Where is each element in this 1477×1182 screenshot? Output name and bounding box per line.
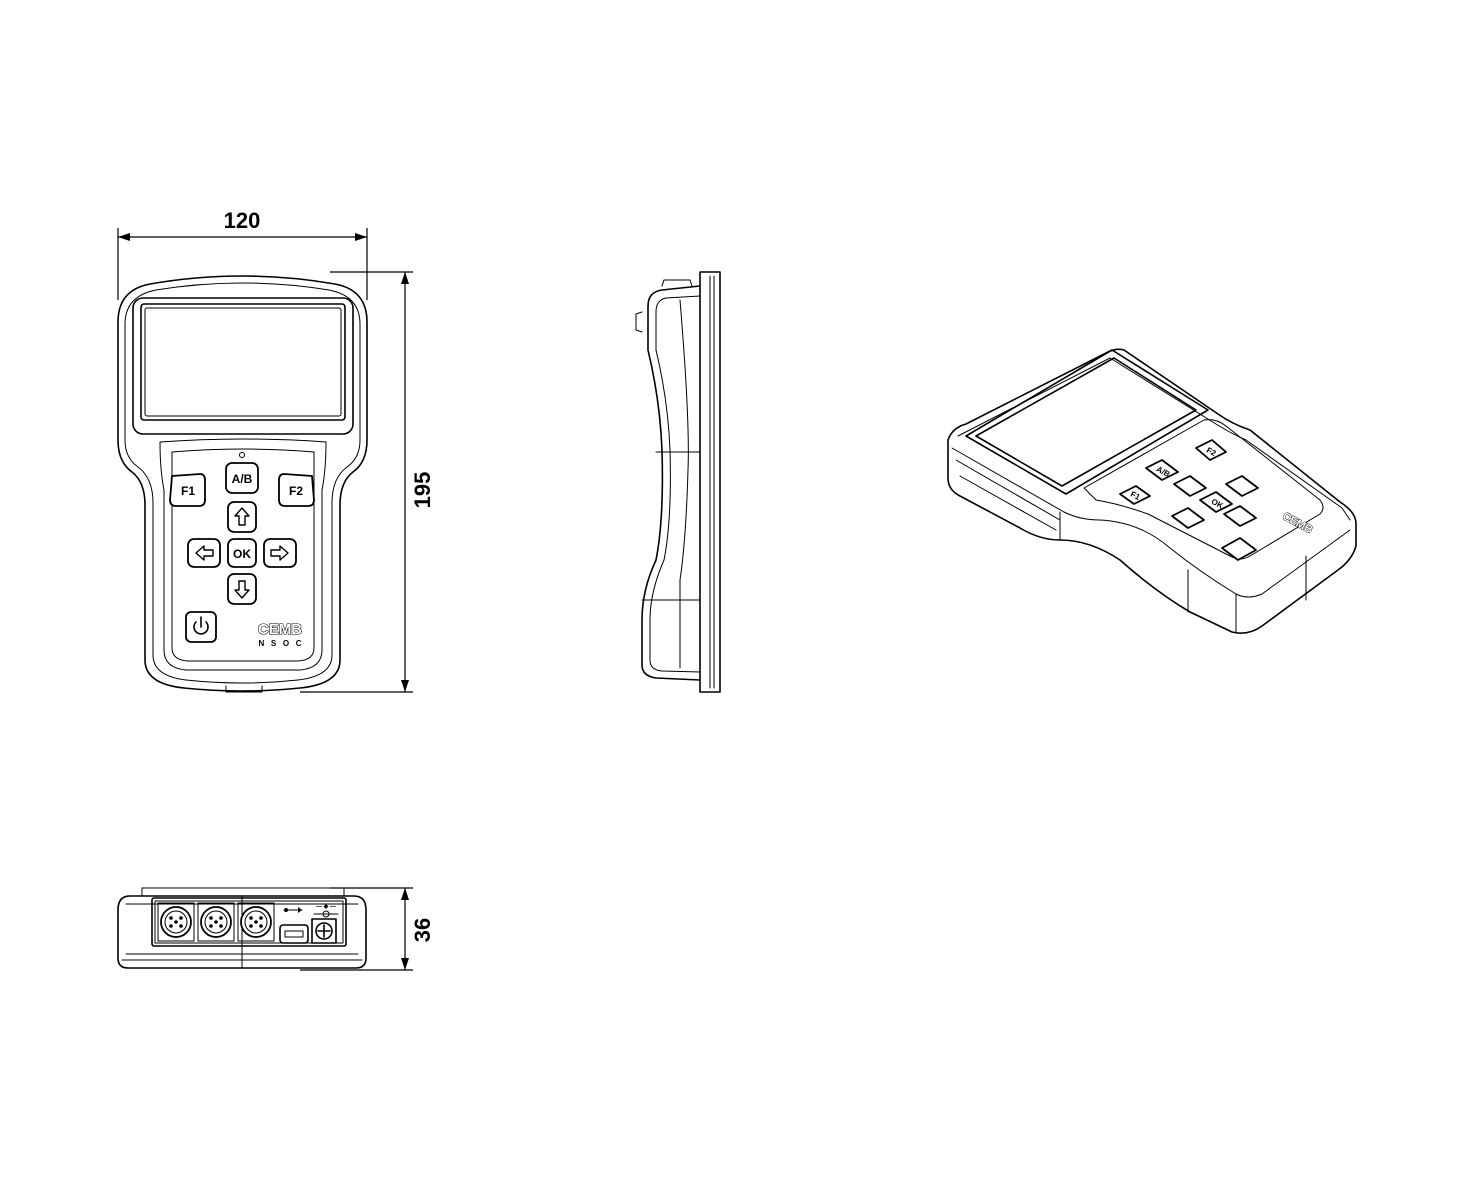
iso-down-key[interactable]: [1223, 505, 1257, 527]
iso-up-key[interactable]: [1173, 475, 1207, 497]
svg-text:— ◆ —: — ◆ —: [316, 903, 336, 910]
status-led: [239, 452, 245, 458]
ab-key[interactable]: A/B: [225, 462, 259, 494]
svg-text:OK: OK: [233, 547, 251, 561]
iso-ab-key[interactable]: A/B: [1145, 459, 1179, 481]
connector-panel: [151, 897, 347, 947]
device-body-outline: [117, 275, 368, 692]
width-dimension: 120: [117, 208, 368, 300]
side-view: [635, 271, 721, 693]
iso-brand-logo: CEMB: [1280, 510, 1314, 536]
screen: [140, 303, 346, 421]
iso-left-key[interactable]: [1171, 507, 1205, 529]
right-key[interactable]: [263, 538, 297, 568]
iso-f1-key[interactable]: F1: [1119, 485, 1151, 505]
svg-text:F1: F1: [181, 484, 195, 498]
f2-key[interactable]: F2: [278, 473, 315, 507]
bottom-view: 36: [117, 887, 435, 971]
iso-body-outline: [947, 348, 1357, 634]
usb-port[interactable]: [279, 924, 309, 944]
depth-dimension: 36: [300, 887, 435, 971]
ok-key[interactable]: OK: [227, 538, 257, 568]
isometric-view: F1 F2 A/B OK CEMB: [947, 348, 1357, 634]
screen-bezel: [132, 297, 354, 435]
height-dimension: 195: [300, 271, 435, 693]
svg-text:F2: F2: [289, 484, 303, 498]
side-body-outline: [641, 285, 701, 681]
usb-icon: [283, 907, 303, 913]
left-arrow-icon: [195, 545, 214, 561]
keypad-panel: [159, 438, 327, 671]
dc-power-jack[interactable]: [311, 918, 337, 944]
down-arrow-icon: [234, 580, 250, 599]
iso-f2-key[interactable]: F2: [1195, 439, 1227, 461]
power-key[interactable]: [185, 611, 217, 643]
iso-screen: [975, 357, 1197, 487]
width-label: 120: [224, 208, 261, 233]
connector-1[interactable]: [157, 902, 195, 942]
svg-text:F2: F2: [1205, 446, 1218, 459]
iso-screen-bezel: [965, 349, 1209, 495]
front-view: 120 195 F1 F2: [117, 208, 435, 693]
dc-power-jack-icon: — ◆ —: [313, 903, 339, 918]
bottom-body-outline: [117, 895, 367, 969]
brand-indicators: N S O C: [258, 639, 301, 648]
connector-3[interactable]: [237, 902, 275, 942]
brand-logo: CEMB: [258, 621, 302, 638]
svg-text:A/B: A/B: [232, 472, 253, 486]
depth-label: 36: [410, 918, 435, 942]
iso-ok-key[interactable]: OK: [1199, 491, 1233, 513]
right-arrow-icon: [270, 545, 289, 561]
left-key[interactable]: [187, 538, 221, 568]
iso-right-key[interactable]: [1225, 475, 1259, 497]
f1-key[interactable]: F1: [169, 473, 206, 507]
svg-text:F1: F1: [1129, 490, 1142, 503]
up-key[interactable]: [227, 501, 257, 533]
up-arrow-icon: [234, 507, 250, 526]
height-label: 195: [410, 472, 435, 509]
power-icon: [193, 616, 209, 635]
connector-2[interactable]: [197, 902, 235, 942]
down-key[interactable]: [227, 573, 257, 605]
iso-power-key[interactable]: [1221, 537, 1257, 561]
